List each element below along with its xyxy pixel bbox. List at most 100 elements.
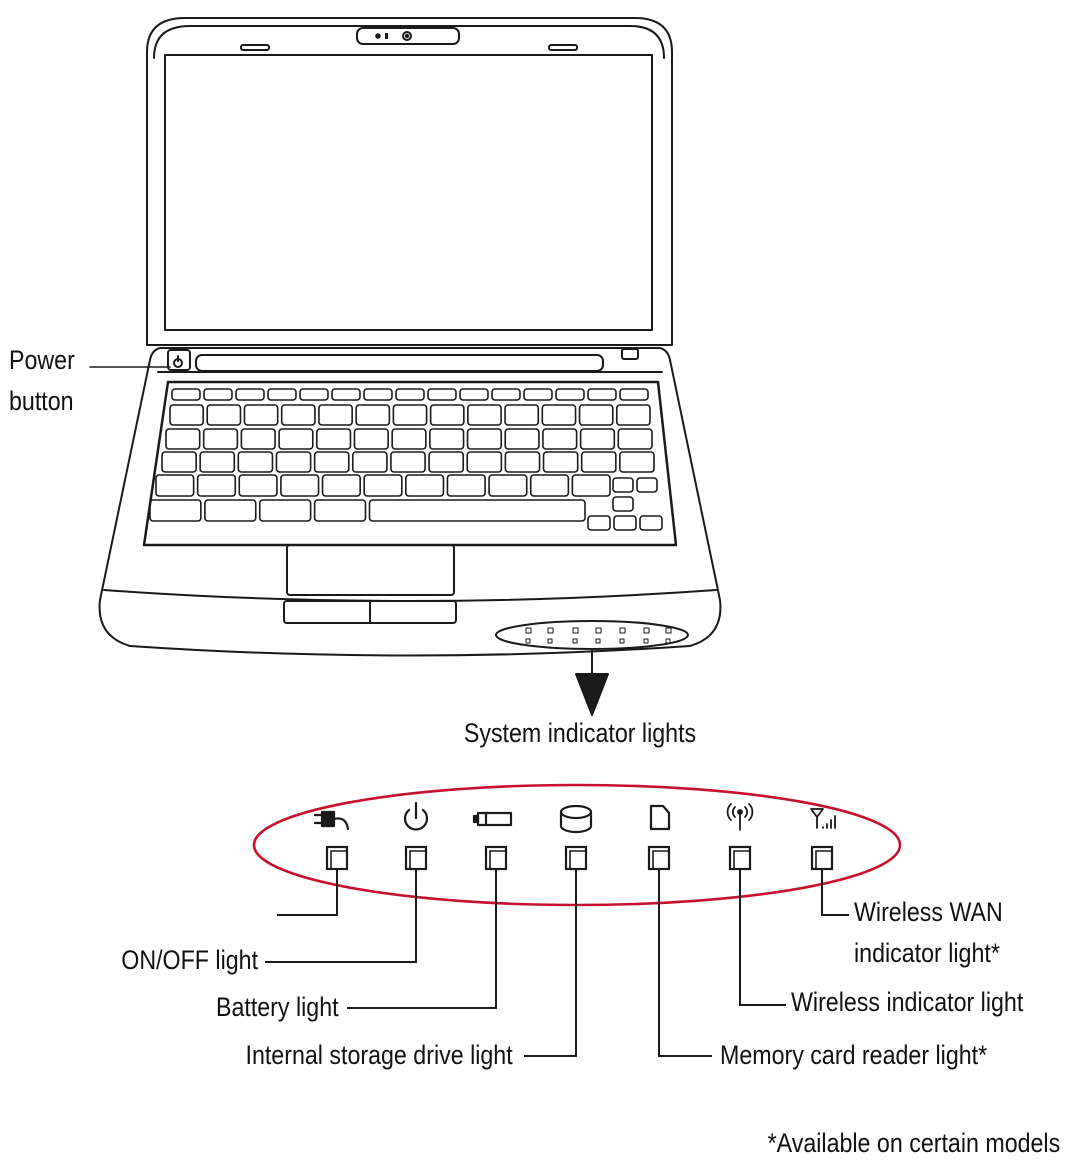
keyboard-key <box>395 388 425 401</box>
keyboard-key <box>235 388 265 401</box>
keyboard-key <box>467 404 502 426</box>
keyboard-key <box>429 428 465 450</box>
wireless-light-label: Wireless indicator light <box>791 987 1024 1017</box>
keyboard-key <box>555 388 585 401</box>
battery-led <box>484 845 508 871</box>
keyboard-key <box>202 428 239 450</box>
keyboard-key <box>580 451 617 473</box>
ac-power-plug-icon <box>313 810 350 831</box>
keyboard-key <box>199 451 236 473</box>
mini-indicator-icon <box>619 627 626 634</box>
laptop-lid <box>146 17 673 346</box>
storage-led <box>564 845 588 871</box>
keyboard-key <box>258 499 312 522</box>
memory-card-icon <box>649 804 671 831</box>
down-arrow-icon <box>575 673 609 716</box>
mini-led <box>665 638 671 644</box>
mini-indicator-icon <box>547 627 554 634</box>
ac-power-leader <box>277 870 338 916</box>
mini-indicator-icon <box>643 627 650 634</box>
power-button <box>167 349 191 371</box>
keyboard-key <box>267 388 297 401</box>
keyboard-key <box>639 515 663 531</box>
footnote: *Available on certain models <box>767 1128 1060 1158</box>
keyboard-key <box>571 474 611 497</box>
keyboard-key <box>355 404 391 426</box>
keyboard-key <box>280 474 320 497</box>
wireless-wan-signal-icon <box>810 808 836 829</box>
internal-storage-light-label: Internal storage drive light <box>245 1040 513 1070</box>
keyboard-key <box>392 404 428 426</box>
keyboard-key <box>529 474 570 497</box>
keyboard-key <box>619 451 655 473</box>
keyboard-key <box>155 474 195 497</box>
wireless-wan-label-line2: indicator light* <box>854 938 1000 968</box>
on-off-leader <box>265 870 417 963</box>
wireless-wan-led <box>810 845 834 871</box>
keyboard-key <box>161 451 197 473</box>
keyboard-key <box>578 404 614 426</box>
keyboard-key <box>315 428 352 450</box>
keyboard-key <box>619 388 649 401</box>
keyboard-key <box>390 451 426 473</box>
keyboard-key <box>491 388 521 401</box>
battery-light-label: Battery light <box>216 992 339 1022</box>
keyboard-key <box>318 404 353 426</box>
keyboard-key <box>617 428 653 450</box>
keyboard-key <box>313 451 350 473</box>
keyboard-key <box>579 428 616 450</box>
keyboard-keys <box>149 388 663 531</box>
keyboard-key <box>636 477 658 493</box>
keyboard-key <box>206 404 242 426</box>
ac-power-led <box>325 845 349 871</box>
keyboard-key <box>321 474 361 497</box>
memory-card-led <box>647 845 671 871</box>
keyboard-key <box>459 388 489 401</box>
keyboard-well <box>142 380 678 547</box>
mini-indicator-icon <box>525 627 532 634</box>
wireless-wan-label-line1: Wireless WAN <box>854 897 1003 927</box>
keyboard-key <box>504 451 541 473</box>
laptop-screen <box>164 54 653 331</box>
keyboard-key <box>363 474 403 497</box>
keyboard-key <box>446 474 486 497</box>
keyboard-key <box>428 451 465 473</box>
keyboard-key <box>275 451 312 473</box>
keyboard-key <box>612 496 634 512</box>
keyboard-key <box>587 388 617 401</box>
keyboard-key <box>171 388 201 401</box>
on-off-light-label: ON/OFF light <box>121 945 258 975</box>
laptop-base <box>98 347 722 657</box>
mini-led <box>547 638 553 644</box>
keyboard-key <box>363 388 393 401</box>
power-button-label-line2: button <box>9 386 74 416</box>
keyboard-key <box>542 451 579 473</box>
keyboard-key <box>368 499 586 522</box>
keyboard-key <box>313 499 367 522</box>
keyboard-key <box>299 388 329 401</box>
keyboard-key <box>405 474 445 497</box>
keyboard-key <box>237 451 274 473</box>
keyboard-key <box>204 499 257 522</box>
mini-indicator-icon <box>595 627 602 634</box>
keyboard-key <box>203 388 233 401</box>
keyboard-key <box>351 451 388 473</box>
wireless-wan-leader <box>821 870 849 916</box>
battery-icon <box>472 811 513 827</box>
keyboard-key <box>278 428 314 450</box>
storage-leader <box>524 870 577 1057</box>
mini-led <box>643 638 649 644</box>
keyboard-key <box>613 515 637 531</box>
keyboard-key <box>240 428 276 450</box>
keyboard-key <box>488 474 528 497</box>
mini-indicator-icon <box>665 627 672 634</box>
power-icon <box>403 801 429 831</box>
touchpad <box>286 544 455 596</box>
keyboard-key <box>612 477 634 493</box>
keyboard-key <box>504 404 540 426</box>
keyboard-key <box>196 474 237 497</box>
keyboard-key <box>504 428 540 450</box>
keyboard-key <box>523 388 553 401</box>
keyboard-key <box>429 404 465 426</box>
keyboard-key <box>466 451 503 473</box>
